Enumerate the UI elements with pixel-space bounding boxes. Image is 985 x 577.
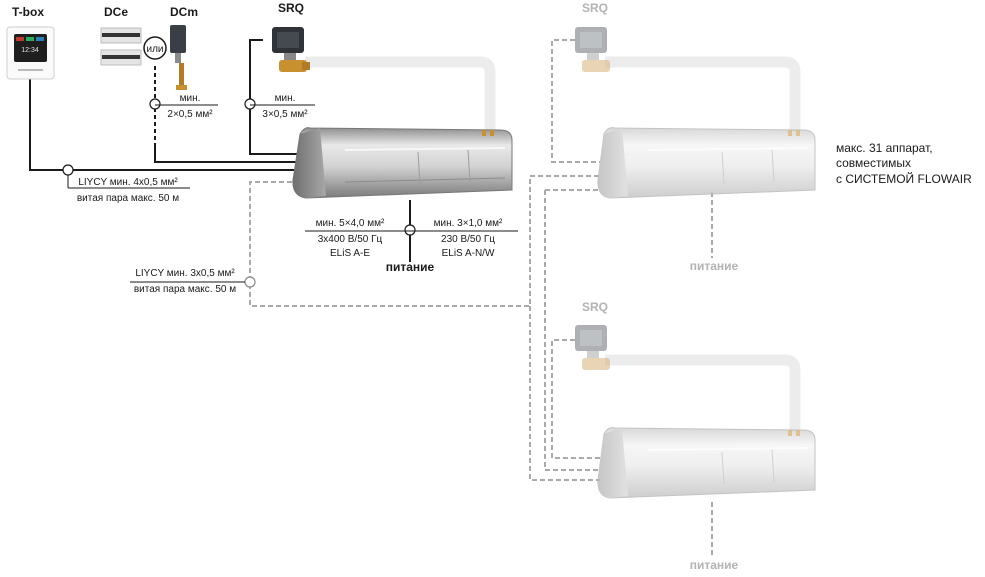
network-wire-1 [249,175,600,307]
dcm-wire [154,145,300,163]
air-curtain-main [292,127,513,199]
power-e-line3: ELiS A-E [330,248,370,259]
dce-device [100,27,142,66]
srq-label-3: SRQ [582,300,608,314]
network-cable-marker [244,276,256,288]
power-label-3: питание [690,558,739,572]
max-note-line2: совместимых [836,156,911,170]
control-wires [29,39,411,262]
power-cable-marker [404,224,416,236]
pipe-top-right [605,56,801,132]
power-nw-line1: мин. 3×1,0 мм² [434,218,503,229]
network-cable-line1: LIYCY мин. 3х0,5 мм² [135,268,235,279]
dcm-device [170,25,187,90]
srq-cable-line1: мин. [275,93,296,104]
pipe-bottom-right [605,354,801,432]
dcm-cable-marker [149,98,161,110]
tbox-device: 12:34 [6,26,55,80]
svg-text:12:34: 12:34 [21,47,39,54]
srq-wire-3 [551,339,600,459]
srq-cable-marker [244,98,256,110]
network-wire-4 [544,190,600,471]
dcm-cable-line2: 2×0,5 мм² [167,109,213,120]
dcm-label: DCm [170,5,198,19]
or-label: или [146,44,163,55]
network-cable-line2: витая пара макс. 50 м [134,284,236,295]
network-dashed-wires [249,39,713,556]
power-nw-line3: ELiS A-N/W [442,248,495,259]
dcm-cable-line1: мин. [180,93,201,104]
tbox-label: T-box [12,5,44,19]
srq-wire-2 [551,39,600,163]
tbox-cable-line1: LIYCY мин. 4х0,5 мм² [78,177,178,188]
network-wire-2 [529,306,600,481]
power-label-main: питание [386,260,435,274]
srq-label-2: SRQ [582,1,608,15]
water-pipes [305,56,801,432]
srq-valve-3 [575,325,610,370]
tbox-cable-line2: витая пара макс. 50 м [77,193,179,204]
tbox-cable-marker [62,164,74,176]
max-note-line3: с СИСТЕМОЙ FLOWAIR [836,171,972,186]
srq-wire [249,39,300,155]
air-curtain-3 [597,427,816,499]
srq-label-main: SRQ [278,1,304,15]
srq-cable-line2: 3×0,5 мм² [262,109,308,120]
power-e-line2: 3х400 В/50 Гц [318,234,383,245]
power-label-2: питание [690,259,739,273]
pipe-main [305,56,496,132]
dce-label: DCe [104,5,128,19]
air-curtain-2 [597,127,816,199]
srq-valve-2 [575,27,610,72]
srq-valve-main [272,27,310,72]
max-note-line1: макс. 31 аппарат, [836,141,933,155]
tbox-wire [29,78,300,171]
or-circle [143,36,167,60]
power-e-line1: мин. 5×4,0 мм² [316,218,385,229]
power-nw-line2: 230 В/50 Гц [441,234,495,245]
